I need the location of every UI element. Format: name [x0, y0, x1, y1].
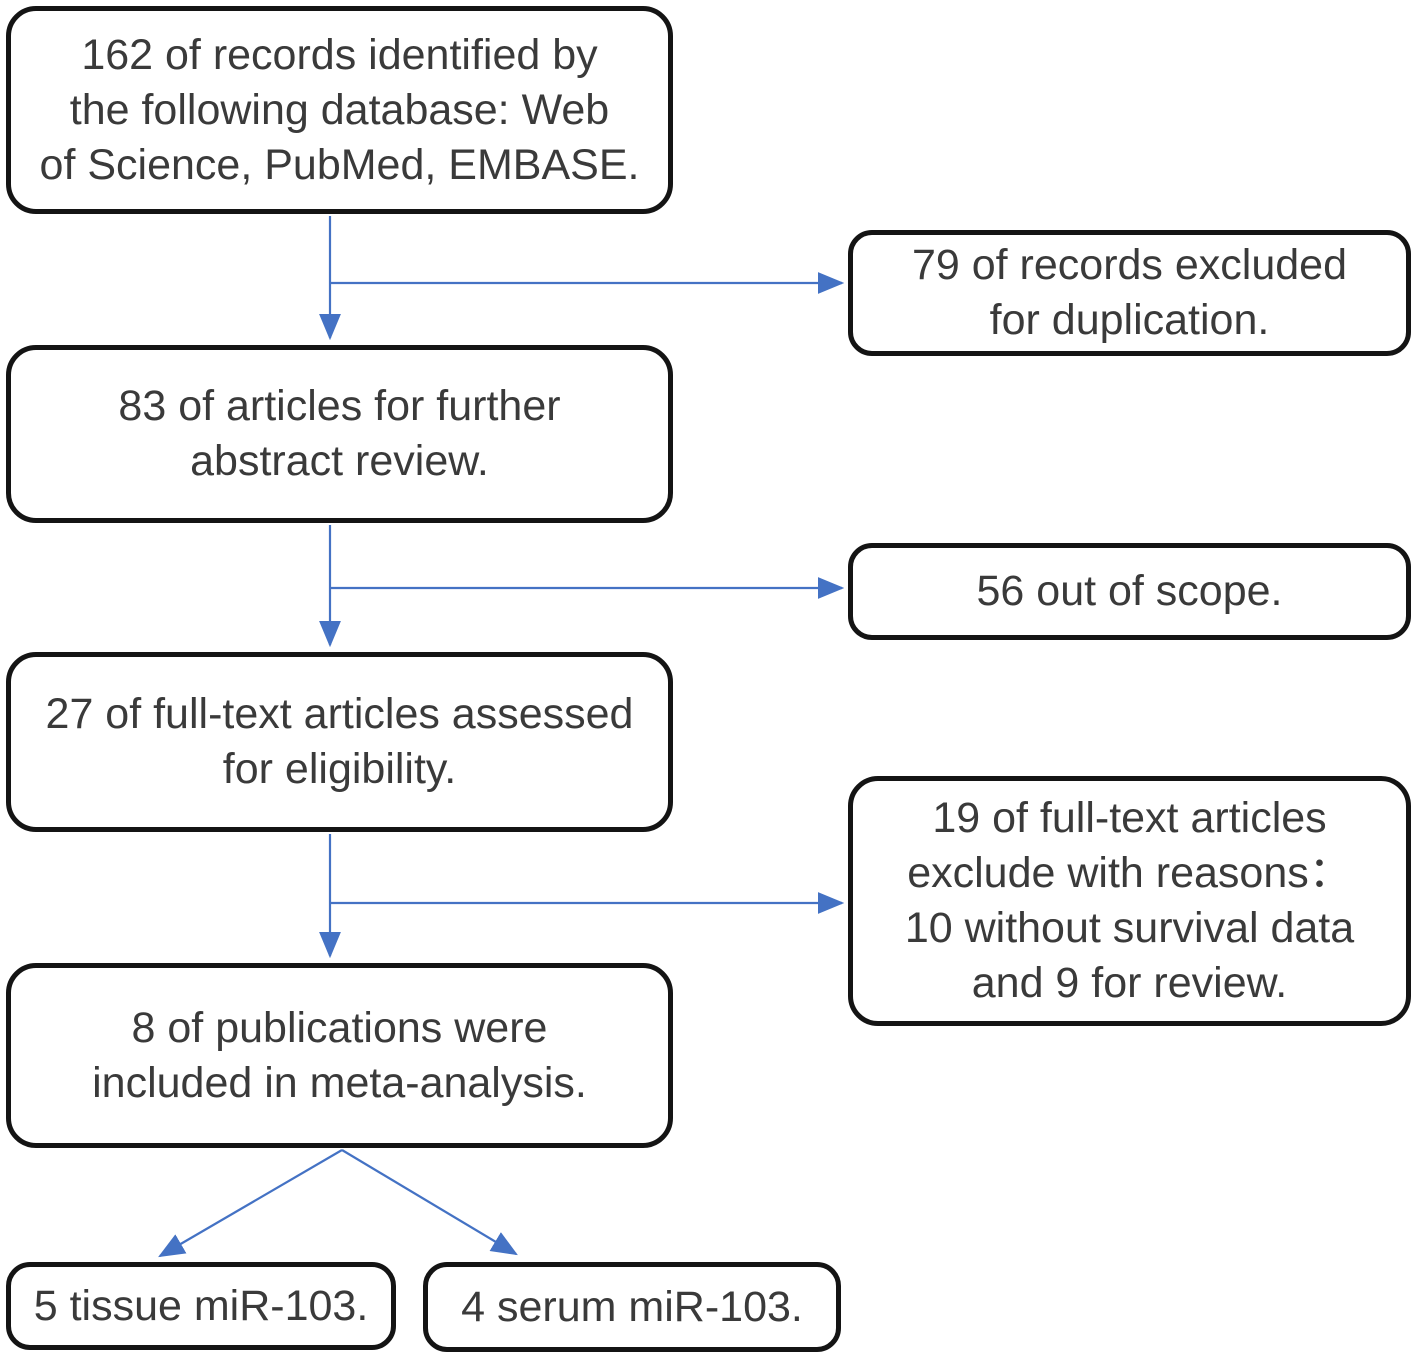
node-excluded-reasons-text: 19 of full-text articles exclude with re… — [904, 794, 1355, 1007]
node-excluded-duplication-text: 79 of records excluded for duplication. — [911, 241, 1348, 344]
node-fulltext-assessed-text: 27 of full-text articles assessed for el… — [45, 690, 634, 793]
arrow-included-to-tissue — [158, 1149, 343, 1258]
node-out-of-scope-text: 56 out of scope. — [976, 567, 1283, 615]
node-serum-mir-103: 4 serum miR-103. — [423, 1262, 841, 1352]
node-records-identified: 162 of records identified by the followi… — [6, 6, 673, 214]
node-excluded-duplication: 79 of records excluded for duplication. — [848, 230, 1411, 356]
node-excluded-reasons: 19 of full-text articles exclude with re… — [848, 776, 1411, 1026]
node-included-meta-analysis-text: 8 of publications were included in meta-… — [92, 1003, 587, 1107]
node-records-identified-text: 162 of records identified by the followi… — [39, 30, 640, 189]
node-tissue-mir-103-text: 5 tissue miR-103. — [33, 1281, 369, 1330]
node-included-meta-analysis: 8 of publications were included in meta-… — [6, 963, 673, 1148]
node-fulltext-assessed: 27 of full-text articles assessed for el… — [6, 652, 673, 832]
node-tissue-mir-103: 5 tissue miR-103. — [6, 1262, 396, 1350]
node-serum-mir-103-text: 4 serum miR-103. — [461, 1282, 803, 1331]
node-abstract-review-text: 83 of articles for further abstract revi… — [118, 382, 561, 485]
node-abstract-review: 83 of articles for further abstract revi… — [6, 345, 673, 523]
node-out-of-scope: 56 out of scope. — [848, 543, 1411, 640]
arrow-included-to-serum — [341, 1149, 518, 1256]
